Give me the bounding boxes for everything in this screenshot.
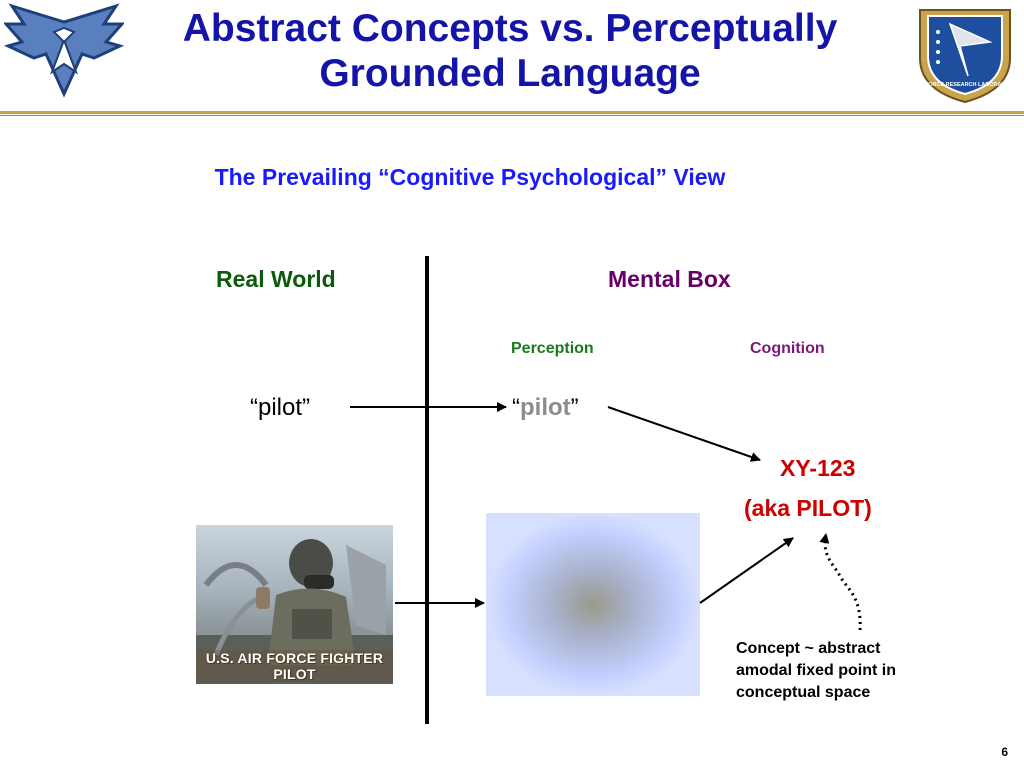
arrow-symbol-to-concept	[607, 406, 761, 462]
note-line-2: amodal fixed point in	[736, 662, 897, 679]
symbol-open-quote: “	[512, 394, 520, 421]
symbol-text: pilot	[520, 394, 571, 421]
word-open-quote: “	[250, 394, 258, 421]
concept-aka: (aka PILOT)	[744, 495, 872, 521]
word-close-quote: ”	[302, 394, 311, 421]
slide-subtitle: The Prevailing “Cognitive Psychological”…	[214, 164, 726, 190]
header-rule-grey	[0, 115, 1024, 116]
mental-box-heading: Mental Box	[608, 266, 731, 292]
title-line-2: Grounded Language	[319, 52, 701, 95]
afrl-shield-logo: AIR FORCE RESEARCH LABORATORY	[914, 9, 1017, 104]
real-world-word: “pilot”	[250, 394, 310, 422]
arrow-percept-to-concept	[699, 537, 794, 604]
note-line-3: conceptual space	[736, 684, 871, 701]
slide-title: Abstract Concepts vs. Perceptually Groun…	[100, 6, 920, 96]
perceptual-symbol-word: “pilot”	[512, 394, 579, 422]
perception-label: Perception	[511, 340, 594, 357]
page-number: 6	[1001, 745, 1008, 759]
afrl-logo-text: AIR FORCE RESEARCH LABORATORY	[914, 82, 1017, 88]
perceptual-image-box	[486, 513, 700, 696]
cognition-label: Cognition	[750, 340, 825, 357]
air-force-wings-logo	[4, 3, 124, 98]
real-world-heading: Real World	[216, 266, 336, 292]
concept-id: XY-123	[780, 455, 856, 481]
note-line-1: Concept ~ abstract	[736, 640, 881, 657]
symbol-close-quote: ”	[570, 394, 579, 421]
concept-note: Concept ~ abstract amodal fixed point in…	[736, 638, 966, 704]
header-rule-gold	[0, 111, 1024, 114]
word-text: pilot	[258, 394, 303, 421]
title-line-1: Abstract Concepts vs. Perceptually	[182, 7, 838, 50]
fighter-pilot-photo: U.S. AIR FORCE FIGHTER PILOT	[196, 525, 393, 684]
pilot-figure	[196, 539, 393, 684]
photo-caption: U.S. AIR FORCE FIGHTER PILOT	[196, 650, 393, 682]
dotted-arrow-note-to-concept	[819, 533, 862, 631]
